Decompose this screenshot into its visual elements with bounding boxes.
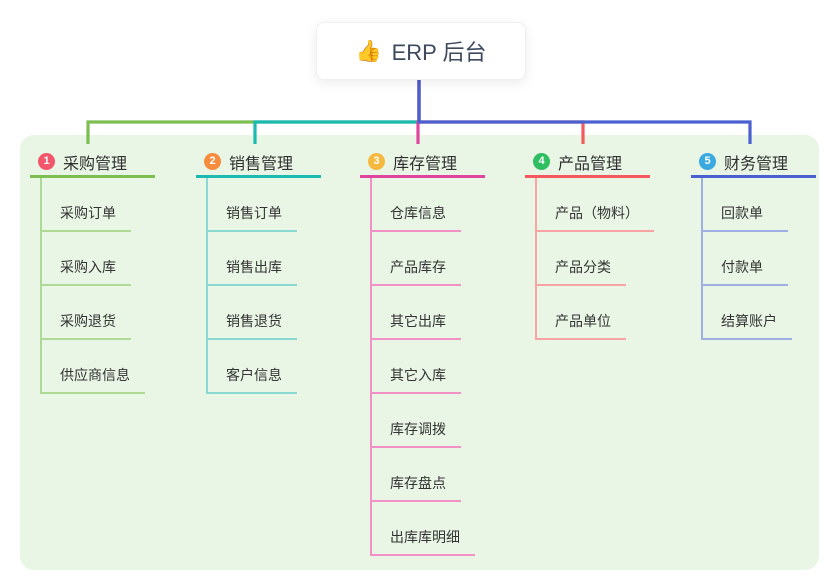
child-node[interactable]: 库存调拨: [372, 394, 461, 448]
child-node-label: 产品（物料）: [555, 205, 639, 221]
branch-column-4: 4 产品管理产品（物料） 产品分类产品单位: [525, 148, 654, 340]
child-node[interactable]: 产品（物料）: [537, 178, 654, 232]
numbered-badge-icon: 3: [368, 153, 385, 170]
child-node-label: 客户信息: [226, 367, 282, 383]
child-node[interactable]: 客户信息: [208, 340, 297, 394]
branch-column-3: 3 库存管理仓库信息产品库存其它出库其它入库库存调拨库存盘点出库库明细: [360, 148, 485, 556]
child-node[interactable]: 出库库明细: [372, 502, 475, 556]
child-node[interactable]: 销售订单: [208, 178, 297, 232]
child-node-label: 库存盘点: [390, 475, 446, 491]
child-node[interactable]: 库存盘点: [372, 448, 461, 502]
background-panel: [20, 135, 819, 570]
child-node-label: 其它出库: [390, 313, 446, 329]
numbered-badge-icon: 5: [699, 153, 716, 170]
child-node-label: 产品单位: [555, 313, 611, 329]
child-node-label: 付款单: [721, 259, 763, 275]
branch-4-children: 产品（物料） 产品分类产品单位: [535, 178, 654, 340]
branch-label: 库存管理: [393, 155, 458, 173]
child-node-label: 库存调拨: [390, 421, 446, 437]
branch-label: 采购管理: [63, 155, 128, 173]
child-node-label: 仓库信息: [390, 205, 446, 221]
branch-3-header[interactable]: 3 库存管理: [360, 148, 485, 178]
child-node-label: 采购订单: [60, 205, 116, 221]
numbered-badge-icon: 1: [38, 153, 55, 170]
child-node[interactable]: 产品单位: [537, 286, 626, 340]
child-node[interactable]: 采购退货: [42, 286, 131, 340]
child-node[interactable]: 结算账户: [703, 286, 792, 340]
branch-4-header[interactable]: 4 产品管理: [525, 148, 650, 178]
child-node[interactable]: 采购订单: [42, 178, 131, 232]
branch-column-1: 1 采购管理采购订单采购入库采购退货供应商信息: [30, 148, 155, 394]
branch-2-children: 销售订单销售出库销售退货客户信息: [206, 178, 297, 394]
child-node-label: 产品分类: [555, 259, 611, 275]
root-label: ERP 后台: [391, 40, 487, 65]
child-node-label: 销售出库: [226, 259, 282, 275]
child-node-label: 销售退货: [226, 313, 282, 329]
branch-2-header[interactable]: 2 销售管理: [196, 148, 321, 178]
child-node[interactable]: 产品库存: [372, 232, 461, 286]
child-node[interactable]: 采购入库: [42, 232, 131, 286]
branch-3-children: 仓库信息产品库存其它出库其它入库库存调拨库存盘点出库库明细: [370, 178, 475, 556]
child-node[interactable]: 其它出库: [372, 286, 461, 340]
child-node[interactable]: 销售出库: [208, 232, 297, 286]
child-node[interactable]: 销售退货: [208, 286, 297, 340]
branch-label: 产品管理: [558, 155, 623, 173]
branch-column-2: 2 销售管理销售订单销售出库销售退货客户信息: [196, 148, 321, 394]
child-node-label: 产品库存: [390, 259, 446, 275]
branch-column-5: 5 财务管理回款单付款单结算账户: [691, 148, 816, 340]
child-node-label: 其它入库: [390, 367, 446, 383]
child-node-label: 销售订单: [226, 205, 282, 221]
branch-5-header[interactable]: 5 财务管理: [691, 148, 816, 178]
branch-5-children: 回款单付款单结算账户: [701, 178, 792, 340]
child-node-label: 采购退货: [60, 313, 116, 329]
root-node[interactable]: 👍 ERP 后台: [316, 22, 526, 80]
child-node[interactable]: 回款单: [703, 178, 788, 232]
child-node[interactable]: 仓库信息: [372, 178, 461, 232]
branch-1-header[interactable]: 1 采购管理: [30, 148, 155, 178]
thumbs-up-icon: 👍: [355, 39, 382, 63]
child-node-label: 回款单: [721, 205, 763, 221]
child-node-label: 出库库明细: [390, 529, 460, 545]
child-node[interactable]: 供应商信息: [42, 340, 145, 394]
child-node[interactable]: 其它入库: [372, 340, 461, 394]
numbered-badge-icon: 2: [204, 153, 221, 170]
branch-label: 销售管理: [229, 155, 294, 173]
branch-1-children: 采购订单采购入库采购退货供应商信息: [40, 178, 145, 394]
child-node-label: 供应商信息: [60, 367, 130, 383]
numbered-badge-icon: 4: [533, 153, 550, 170]
child-node[interactable]: 付款单: [703, 232, 788, 286]
branch-label: 财务管理: [724, 155, 789, 173]
child-node-label: 采购入库: [60, 259, 116, 275]
child-node-label: 结算账户: [721, 313, 777, 329]
child-node[interactable]: 产品分类: [537, 232, 626, 286]
